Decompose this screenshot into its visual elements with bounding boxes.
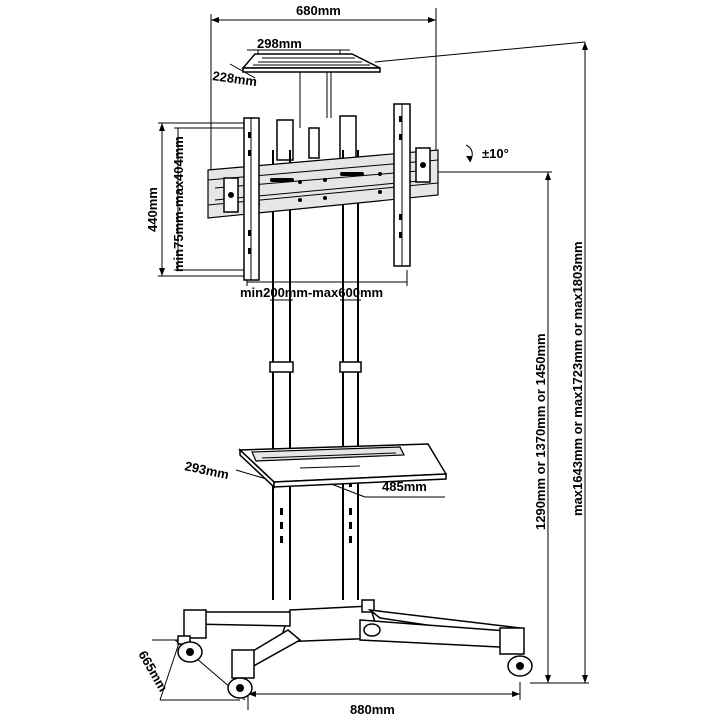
top-shelf — [241, 53, 381, 128]
label-vesa-vertical: min75mm-max404mm — [171, 136, 186, 272]
tv-cart-illustration — [177, 53, 533, 699]
label-height-options: 1290mm or 1370mm or 1450mm — [533, 333, 548, 530]
label-shelf-top-width: 298mm — [257, 36, 302, 51]
caster-wheels — [177, 623, 533, 699]
tv-mounting-bracket — [207, 103, 439, 281]
label-shelf-depth: 293mm — [183, 458, 230, 482]
stand-poles — [269, 150, 362, 600]
label-max-height-options: max1643mm or max1723mm or max1803mm — [570, 241, 585, 516]
label-mount-height: 440mm — [145, 187, 160, 232]
dimension-labels: 680mm 298mm 228mm 440mm min75mm-max404mm… — [135, 3, 585, 717]
middle-shelf — [238, 443, 448, 489]
label-top-width: 680mm — [296, 3, 341, 18]
label-shelf-top-depth: 228mm — [212, 68, 258, 89]
label-tilt: ±10° — [482, 146, 509, 161]
base-legs — [177, 599, 533, 699]
dimension-lines — [152, 8, 589, 710]
label-base-width: 880mm — [350, 702, 395, 717]
label-shelf-width: 485mm — [382, 479, 427, 494]
label-base-depth: 665mm — [135, 648, 170, 694]
label-vesa-horizontal: min200mm-max600mm — [240, 285, 383, 300]
